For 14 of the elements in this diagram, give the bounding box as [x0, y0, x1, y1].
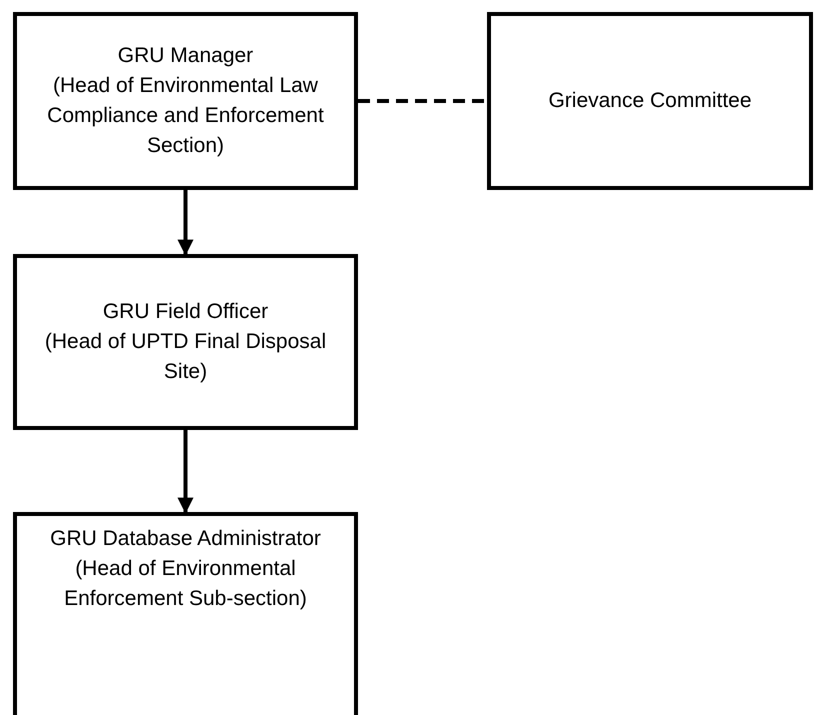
role-title: Grievance Committee [548, 88, 752, 114]
role-description: (Head of UPTD Final Disposal Site) [44, 329, 328, 385]
role-description: (Head of Environmental Enforcement Sub-section) [63, 556, 308, 612]
role-description: (Head of Environmental Law Compliance and Enforcement Section) [46, 73, 325, 159]
process-box [13, 12, 358, 190]
role-title: GRU Database Administrator [50, 526, 321, 552]
process-box [487, 12, 813, 190]
arrow [178, 430, 194, 514]
role-title: GRU Field Officer [102, 299, 268, 325]
process-box [13, 512, 358, 715]
role-title: GRU Manager [118, 43, 254, 69]
process-box [13, 254, 358, 430]
arrow [178, 190, 194, 256]
connector-line [358, 99, 487, 103]
